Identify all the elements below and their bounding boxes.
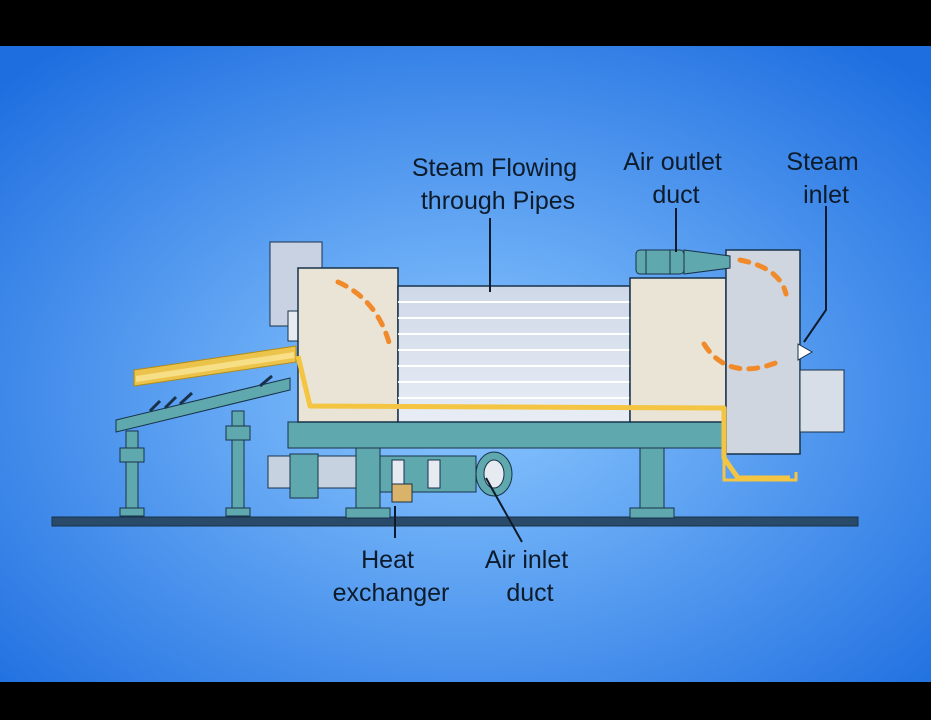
bottom-letterbox-bar [0, 682, 931, 720]
steam-inlet-housing [799, 369, 845, 433]
feed-end-housing [297, 267, 399, 423]
feed-stand [119, 410, 251, 517]
steam-inlet-label: Steam inlet [786, 148, 865, 209]
discharge-end-housing [629, 277, 727, 423]
air-inlet-duct-assembly [267, 451, 513, 503]
diagram-stage: Steam Flowing through Pipes Air outlet d… [0, 46, 931, 682]
base-frame [287, 421, 725, 519]
heat-exchanger-label: Heat exchanger [333, 546, 450, 607]
ground-beam [51, 516, 859, 527]
dryer-diagram: Steam Flowing through Pipes Air outlet d… [0, 46, 931, 682]
air-inlet-leader [485, 477, 523, 543]
heat-exchanger-core [391, 483, 413, 503]
air-flow-path [335, 257, 789, 372]
steam-inlet-nozzle [797, 343, 814, 361]
feed-conveyor [115, 345, 297, 433]
steam-inlet-leader [803, 206, 827, 343]
product-flow-path [295, 355, 798, 482]
air-outlet-label: Air outlet duct [623, 148, 729, 209]
steam-header-box [725, 249, 801, 455]
air-inlet-label: Air inlet duct [485, 546, 575, 607]
steam-flow-label: Steam Flowing through Pipes [412, 154, 584, 215]
steam-drum [397, 285, 631, 423]
top-letterbox-bar [0, 0, 931, 46]
air-outlet-duct [635, 249, 731, 275]
